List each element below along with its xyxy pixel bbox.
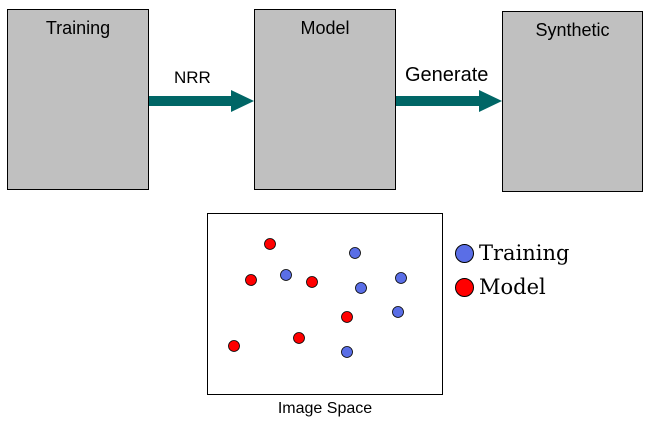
model-point — [293, 332, 305, 344]
nrr-arrow — [149, 90, 254, 112]
legend-item-training: Training — [455, 241, 635, 275]
model-box: Model — [254, 9, 396, 190]
model-point — [228, 340, 240, 352]
model-point — [264, 238, 276, 250]
synthetic-box-label: Synthetic — [535, 20, 610, 40]
model-point — [341, 311, 353, 323]
training-swatch-icon — [455, 244, 474, 263]
training-point — [392, 306, 404, 318]
training-box: Training — [7, 9, 149, 190]
legend-label-model: Model — [479, 275, 546, 299]
training-point — [341, 346, 353, 358]
model-point — [245, 274, 257, 286]
model-box-label: Model — [300, 18, 350, 38]
training-point — [280, 269, 292, 281]
image-space-points — [228, 238, 407, 358]
image-space-plot — [207, 213, 443, 395]
training-point — [349, 247, 361, 259]
nrr-label: NRR — [174, 68, 211, 87]
generate-arrow — [396, 90, 502, 112]
training-point — [355, 282, 367, 294]
legend: Training Model — [455, 241, 635, 309]
model-point — [306, 276, 318, 288]
model-swatch-icon — [455, 278, 474, 297]
generate-label: Generate — [405, 64, 489, 86]
training-point — [395, 272, 407, 284]
image-space-caption: Image Space — [277, 400, 373, 417]
legend-label-training: Training — [479, 241, 570, 265]
synthetic-box: Synthetic — [502, 11, 643, 192]
legend-item-model: Model — [455, 275, 635, 309]
training-box-label: Training — [45, 18, 111, 38]
